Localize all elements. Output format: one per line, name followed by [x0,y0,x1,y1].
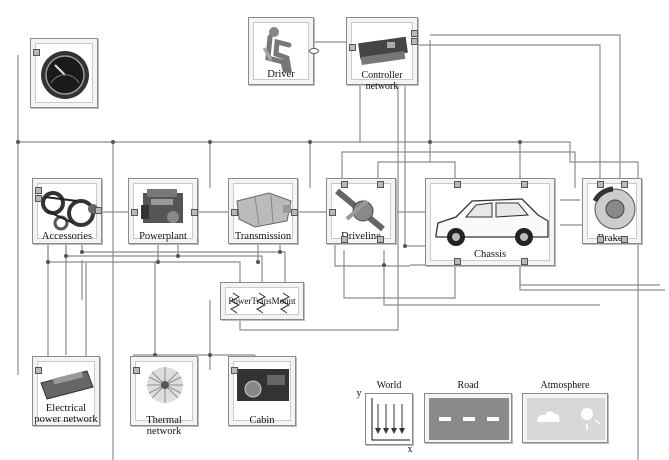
world-frame-icon [371,398,410,441]
dashboard-icon [237,369,289,401]
driver-block[interactable]: Driver [248,17,319,85]
driveline-port-4[interactable] [377,236,384,243]
axis-y-label: y [356,388,362,399]
driveline-port-3[interactable] [341,236,348,243]
road-title: Road [457,380,479,391]
brakes-label: Brakes [597,233,627,244]
transmission-block[interactable]: Transmission [228,178,298,244]
chassis-port-4[interactable] [521,258,528,265]
cabin-label: Cabin [249,415,275,426]
driveline-block[interactable]: Driveline [326,178,396,244]
differential-icon [335,188,385,232]
thermal-network-label: Thermal network [146,415,182,437]
thermal-mesh-icon [147,367,183,403]
controller-network-block[interactable]: Controller network [346,17,418,92]
electrical-power-network-block[interactable]: Electrical power network [32,356,100,426]
accessories-port-3[interactable] [95,207,102,214]
transmission-port-1[interactable] [231,209,238,216]
thermal-port[interactable] [133,367,140,374]
driveline-port-2[interactable] [377,181,384,188]
controller-icon [358,36,408,66]
powerplant-label: Powerplant [139,231,187,242]
accessories-port-2[interactable] [35,195,42,202]
driver-label: Driver [267,69,295,80]
accessories-label: Accessories [41,231,93,242]
fuel-gauge-icon [41,51,89,99]
cabin-block[interactable]: Cabin [228,356,296,426]
powertrans-mount-block[interactable]: PowerTransMount [220,282,304,320]
brakes-port-2[interactable] [621,181,628,188]
powerplant-block[interactable]: Powerplant [128,178,198,244]
accessories-port-1[interactable] [35,187,42,194]
engine-icon [141,189,183,223]
transmission-label: Transmission [234,231,292,242]
controller-port-1[interactable] [411,30,418,37]
atmosphere-block[interactable] [522,393,608,443]
chassis-label: Chassis [473,249,507,260]
gauge-block[interactable] [30,38,98,108]
brakes-block[interactable]: Brakes [582,178,642,244]
electrical-power-network-label: Electrical power network [34,403,98,425]
spring-mount-icon [229,292,291,314]
powerplant-port-1[interactable] [131,209,138,216]
chassis-port-3[interactable] [454,258,461,265]
chassis-block[interactable]: Chassis [425,178,555,266]
world-title: World [376,380,402,391]
driveline-port-1[interactable] [341,181,348,188]
axis-x-label: x [407,444,413,455]
brake-disc-icon [592,186,636,230]
driver-icon [262,27,292,73]
belt-pulley-icon [41,191,98,231]
driver-port[interactable] [309,48,319,54]
atmosphere-icon [527,398,605,440]
world-block[interactable] [365,393,413,445]
powertrans-mount-label: PowerTransMount [228,296,296,306]
transmission-port-2[interactable] [291,209,298,216]
cabin-port[interactable] [231,367,238,374]
powerplant-port-2[interactable] [191,209,198,216]
driveline-label: Driveline [341,231,381,242]
atmosphere-title: Atmosphere [540,380,590,391]
controller-network-label: Controller network [361,70,403,92]
brakes-port-1[interactable] [597,181,604,188]
chassis-port-1[interactable] [454,181,461,188]
battery-icon [40,370,94,400]
gauge-port[interactable] [33,49,40,56]
controller-port-3[interactable] [349,44,356,51]
thermal-network-block[interactable]: Thermal network [130,356,198,437]
accessories-block[interactable]: Accessories [32,178,102,244]
controller-port-2[interactable] [411,38,418,45]
chassis-port-2[interactable] [521,181,528,188]
car-icon [435,198,549,246]
driveline-port-5[interactable] [329,209,336,216]
electrical-port[interactable] [35,367,42,374]
road-icon [429,398,509,440]
brakes-port-4[interactable] [621,236,628,243]
road-block[interactable] [424,393,512,443]
gearbox-icon [236,192,292,228]
brakes-port-3[interactable] [597,236,604,243]
